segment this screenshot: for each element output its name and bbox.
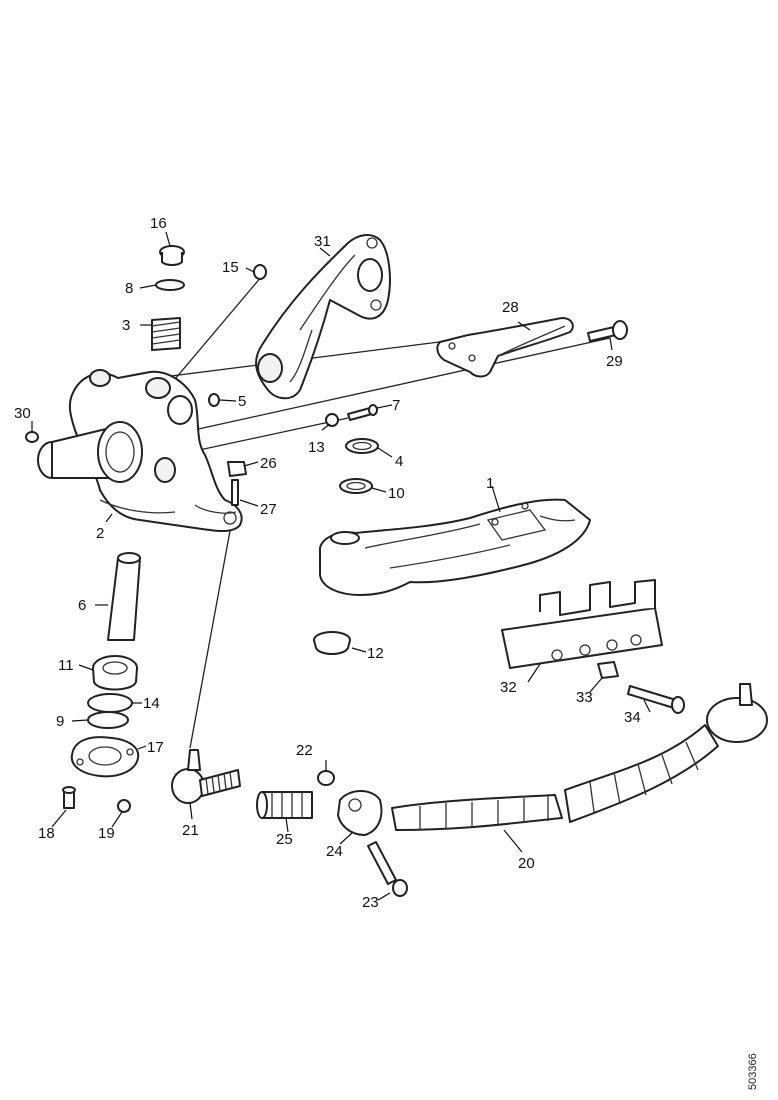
callout-29: 29: [606, 353, 623, 370]
callout-11: 11: [58, 657, 74, 674]
part-9-ring: [87, 711, 129, 729]
callout-12: 12: [367, 645, 384, 662]
part-17-flange-plate: [70, 736, 140, 778]
part-28-tie-bracket: [436, 317, 574, 378]
callout-21: 21: [182, 822, 199, 839]
callout-labels: 1 2 3 4 5 6 7 8 9 10 11 12 13 14 15 16 1…: [14, 215, 641, 911]
part-8-ring: [155, 279, 185, 291]
callout-1: 1: [486, 475, 494, 492]
part-2-steering-knuckle: [37, 369, 243, 532]
callout-19: 19: [98, 825, 115, 842]
part-4-washer: [345, 438, 379, 454]
part-27-bolt: [231, 479, 239, 506]
callout-9: 9: [56, 713, 64, 730]
callout-31: 31: [314, 233, 331, 250]
callout-16: 16: [150, 215, 167, 232]
part-24-clamp: [337, 790, 383, 836]
callout-14: 14: [143, 695, 160, 712]
callout-30: 30: [14, 405, 31, 422]
part-22-nut: [317, 770, 335, 786]
part-34-bolt: [627, 685, 685, 714]
callout-8: 8: [125, 280, 133, 297]
part-14-seal: [87, 693, 133, 713]
part-29-bolt: [587, 320, 628, 342]
callout-leaders: [31, 231, 651, 901]
callout-2: 2: [96, 525, 104, 542]
callout-27: 27: [260, 501, 277, 518]
callout-23: 23: [362, 894, 379, 911]
callout-13: 13: [308, 439, 325, 456]
part-20-tie-rod: [391, 724, 719, 831]
part-31-upper-bracket: [255, 234, 391, 400]
part-10-washer: [339, 478, 373, 494]
callout-25: 25: [276, 831, 293, 848]
callout-15: 15: [222, 259, 239, 276]
drawing-reference-number: 503366: [747, 1053, 759, 1090]
callout-28: 28: [502, 299, 519, 316]
callout-5: 5: [238, 393, 246, 410]
callout-17: 17: [147, 739, 164, 756]
part-25-sleeve: [256, 791, 313, 819]
callout-18: 18: [38, 825, 55, 842]
callout-32: 32: [500, 679, 517, 696]
part-32-mounting-bracket: [501, 579, 663, 669]
part-7-bolt: [347, 404, 378, 421]
callout-26: 26: [260, 455, 277, 472]
part-6-tube: [107, 552, 141, 641]
part-21-tie-rod-end: [171, 749, 241, 804]
part-30-pin: [25, 431, 39, 443]
part-11-bearing: [92, 655, 138, 691]
part-33-nut: [597, 661, 619, 679]
callout-4: 4: [395, 453, 403, 470]
part-12-bushing: [313, 631, 351, 655]
callout-33: 33: [576, 689, 593, 706]
callout-20: 20: [518, 855, 535, 872]
part-26-nut: [227, 461, 247, 477]
callout-10: 10: [388, 485, 405, 502]
callout-22: 22: [296, 742, 313, 759]
part-13-nut: [325, 413, 339, 427]
callout-6: 6: [78, 597, 86, 614]
part-5-washer: [208, 393, 220, 407]
part-23-bolt: [367, 841, 408, 897]
callout-34: 34: [624, 709, 641, 726]
part-16-cap: [159, 245, 185, 266]
part-19-nut: [117, 799, 131, 813]
part-15-nut: [253, 264, 267, 280]
callout-24: 24: [326, 843, 343, 860]
part-1-lower-control-arm: [319, 498, 591, 596]
callout-3: 3: [122, 317, 130, 334]
part-18-bolt: [62, 786, 76, 809]
callout-7: 7: [392, 397, 400, 414]
part-20-outer-ball-joint: [706, 683, 768, 743]
part-3-spring: [151, 317, 181, 351]
